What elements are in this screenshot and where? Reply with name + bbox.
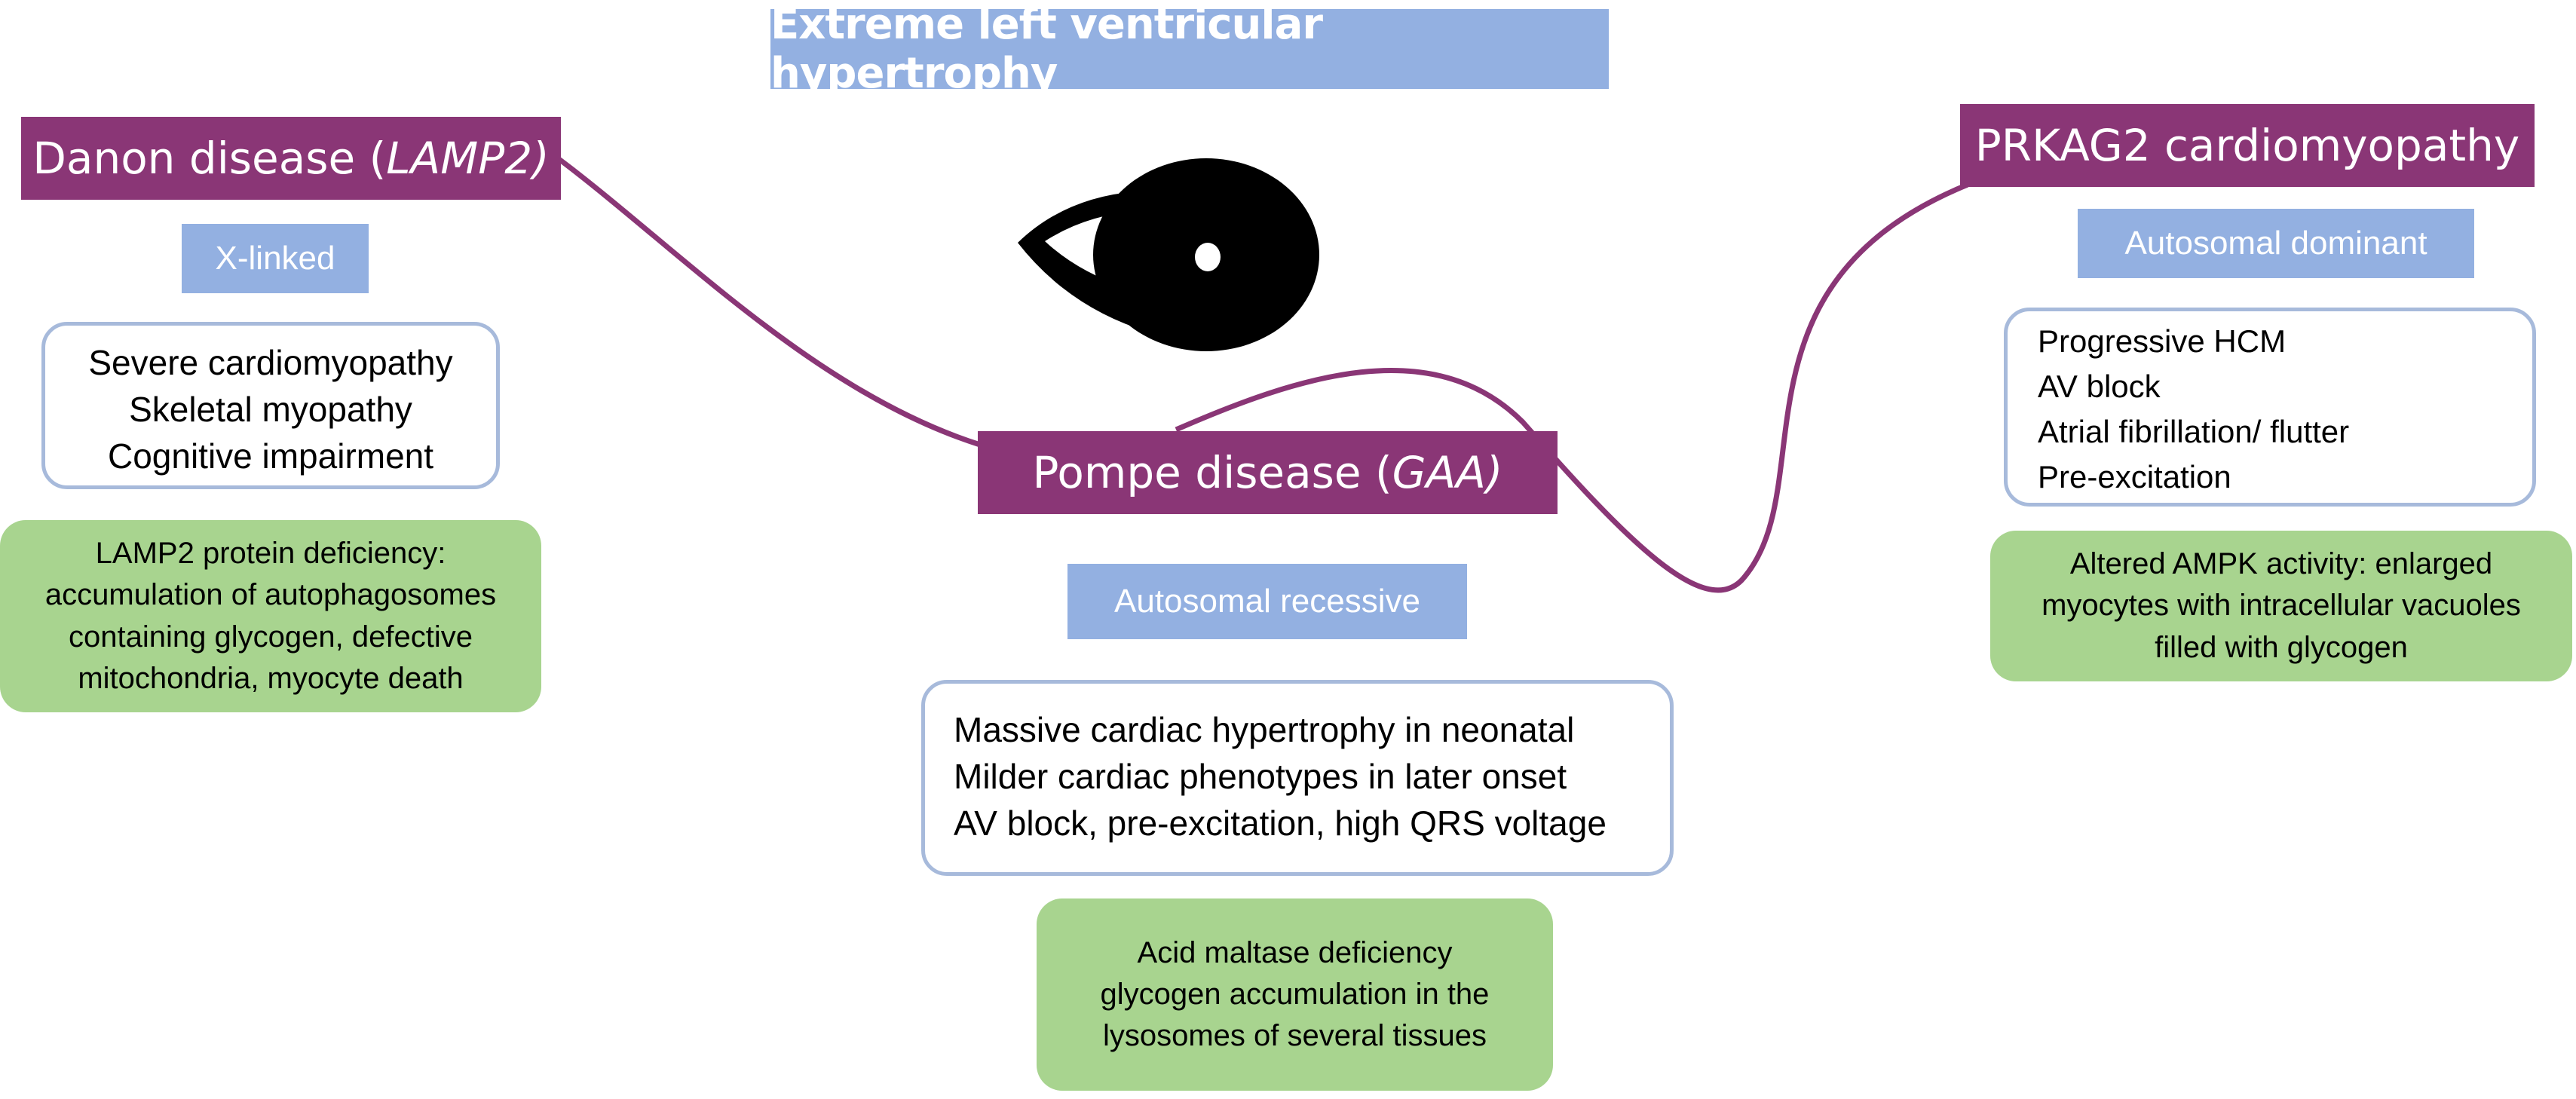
pompe-disease-title: Pompe disease (GAA) bbox=[978, 431, 1558, 514]
danon-inheritance: X-linked bbox=[215, 240, 335, 277]
pompe-gene: GAA) bbox=[1392, 447, 1503, 498]
prkag2-mechanism-box: Altered AMPK activity: enlarged myocytes… bbox=[1990, 531, 2572, 681]
pompe-feature: AV block, pre-excitation, high QRS volta… bbox=[954, 804, 1607, 843]
connector-danon-pompe bbox=[556, 156, 982, 448]
eye-icon bbox=[1018, 158, 1319, 351]
pompe-feature: Massive cardiac hypertrophy in neonatal bbox=[954, 710, 1575, 749]
pompe-feature: Milder cardiac phenotypes in later onset bbox=[954, 757, 1567, 797]
danon-mechanism-box: LAMP2 protein deficiency: accumulation o… bbox=[0, 520, 541, 712]
pompe-mechanism-line: glycogen accumulation in the bbox=[1100, 977, 1490, 1011]
prkag2-mechanism-line: filled with glycogen bbox=[2155, 630, 2408, 664]
danon-disease-name: Danon disease ( bbox=[32, 133, 387, 184]
prkag2-name: PRKAG2 cardiomyopathy bbox=[1974, 120, 2520, 171]
danon-mechanism-line: mitochondria, myocyte death bbox=[78, 661, 464, 695]
danon-feature: Skeletal myopathy bbox=[129, 390, 412, 430]
danon-features-box: Severe cardiomyopathy Skeletal myopathy … bbox=[41, 322, 500, 489]
prkag2-feature: Pre-excitation bbox=[2038, 459, 2231, 495]
danon-mechanism-line: containing glycogen, defective bbox=[69, 620, 473, 654]
pompe-features-box: Massive cardiac hypertrophy in neonatal … bbox=[921, 680, 1674, 876]
danon-mechanism-line: accumulation of autophagosomes bbox=[44, 578, 497, 612]
danon-feature: Cognitive impairment bbox=[107, 436, 434, 476]
pompe-mechanism-line: Acid maltase deficiency bbox=[1137, 935, 1453, 969]
danon-disease-title: Danon disease (LAMP2) bbox=[21, 117, 561, 200]
prkag2-feature: AV block bbox=[2038, 369, 2161, 405]
pompe-inheritance: Autosomal recessive bbox=[1114, 583, 1420, 620]
prkag2-mechanism-line: Altered AMPK activity: enlarged bbox=[2069, 547, 2493, 581]
danon-feature: Severe cardiomyopathy bbox=[88, 343, 453, 382]
pompe-mechanism-box: Acid maltase deficiency glycogen accumul… bbox=[1037, 898, 1553, 1091]
prkag2-mechanism-line: myocytes with intracellular vacuoles bbox=[2042, 589, 2521, 623]
danon-mechanism-line: LAMP2 protein deficiency: bbox=[95, 537, 446, 571]
prkag2-features-box: Progressive HCM AV block Atrial fibrilla… bbox=[2004, 308, 2536, 507]
page-title-text: Extreme left ventricular hypertrophy bbox=[770, 0, 1323, 98]
danon-gene: LAMP2) bbox=[386, 133, 550, 184]
connector-pompe-prkag2 bbox=[1175, 182, 1969, 593]
prkag2-inheritance: Autosomal dominant bbox=[2124, 225, 2427, 262]
prkag2-feature: Progressive HCM bbox=[2038, 323, 2287, 359]
prkag2-feature: Atrial fibrillation/ flutter bbox=[2038, 414, 2350, 450]
pompe-disease-name: Pompe disease ( bbox=[1032, 447, 1392, 498]
pompe-inheritance-badge: Autosomal recessive bbox=[1067, 564, 1467, 639]
pompe-mechanism-line: lysosomes of several tissues bbox=[1102, 1019, 1487, 1053]
danon-inheritance-badge: X-linked bbox=[182, 224, 369, 293]
prkag2-title: PRKAG2 cardiomyopathy bbox=[1960, 104, 2535, 187]
page-title: Extreme left ventricular hypertrophy bbox=[770, 0, 1609, 98]
prkag2-inheritance-badge: Autosomal dominant bbox=[2078, 209, 2474, 278]
